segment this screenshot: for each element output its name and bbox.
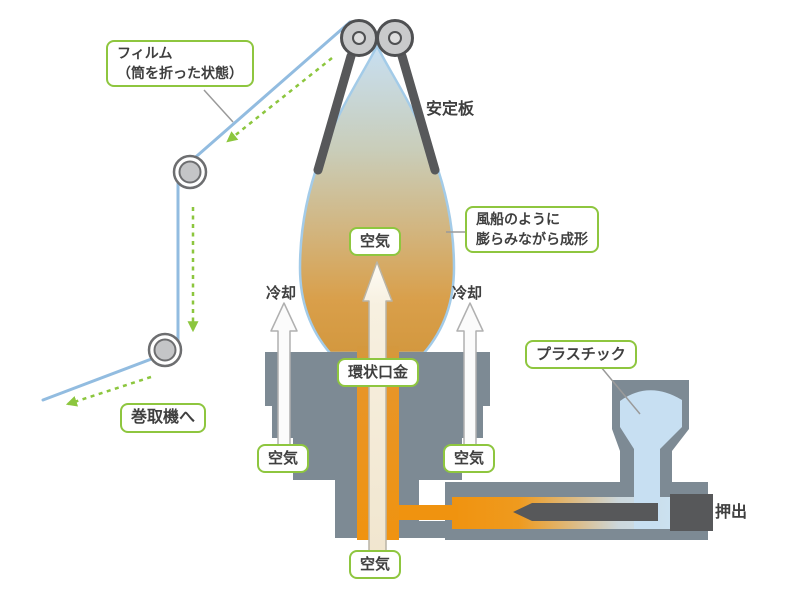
- air-left-label: 空気: [257, 444, 310, 473]
- air-center-label: 空気: [349, 227, 402, 256]
- film-direction-arrow-bottom: [65, 375, 152, 407]
- guide-roller-top: [172, 154, 208, 190]
- film-label-line2: （筒を折った状態）: [117, 64, 243, 81]
- balloon-note-line1: 風船のように: [476, 211, 560, 227]
- nip-roller-left: [340, 19, 378, 57]
- plastic-callout-line: [600, 366, 641, 415]
- extrusion-label: 押出: [715, 504, 748, 521]
- nip-roller-right: [376, 19, 414, 57]
- film-label: フィルム （筒を折った状態）: [106, 40, 254, 88]
- to-winder-label: 巻取機へ: [120, 403, 207, 434]
- balloon-note-line2: 膨らみながら成形: [476, 230, 588, 247]
- hopper-plastic: [620, 390, 682, 529]
- guide-roller-bottom: [147, 332, 183, 368]
- stabilizer-plate-label: 安定板: [426, 101, 475, 118]
- air-bottom-label: 空気: [349, 550, 402, 579]
- plastic-label: プラスチック: [525, 340, 637, 369]
- die-barrel-junction: [419, 521, 449, 538]
- cooling-left-label: 冷却: [266, 285, 297, 302]
- cooling-right-label: 冷却: [452, 285, 483, 302]
- film-direction-arrow-top: [226, 57, 333, 143]
- stabilizer-plate-left: [313, 51, 356, 175]
- film-line: [41, 20, 352, 402]
- air-right-label: 空気: [443, 444, 496, 473]
- melt-pipe: [388, 505, 458, 520]
- annular-die-label: 環状口金: [337, 358, 420, 387]
- film-callout-line: [203, 89, 234, 123]
- balloon-note-label: 風船のように 膨らみながら成形: [465, 206, 599, 254]
- extruder-ram: [513, 503, 658, 521]
- extruder-ram-endcap: [670, 494, 713, 531]
- stabilizer-plate-right: [397, 51, 440, 175]
- film-label-line1: フィルム: [117, 45, 173, 61]
